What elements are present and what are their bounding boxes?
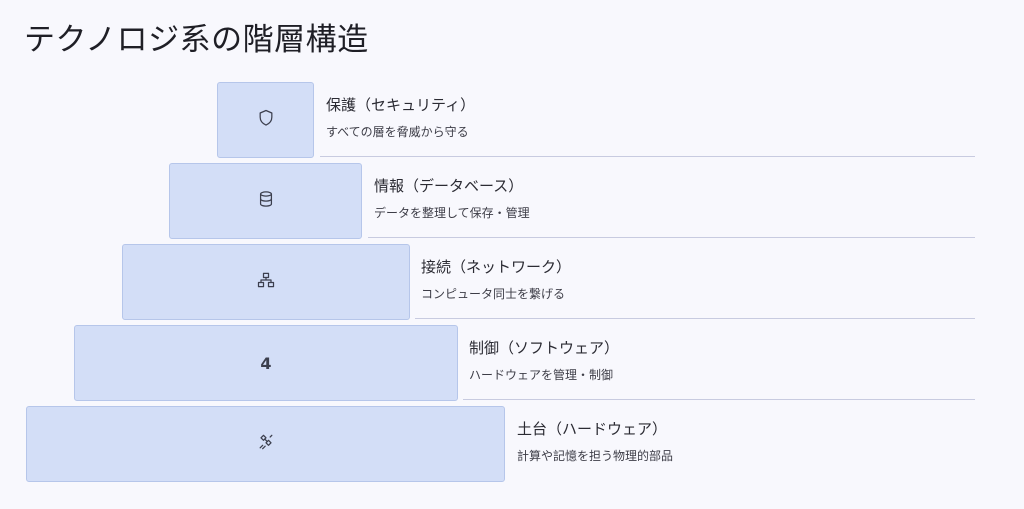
layer-divider <box>463 399 975 400</box>
layer-block-software: 4 <box>74 325 458 401</box>
layer-block-hardware <box>26 406 505 482</box>
layer-divider <box>415 318 975 319</box>
software-glyph-icon: 4 <box>260 353 272 373</box>
network-icon <box>256 270 276 294</box>
layer-block-network <box>122 244 410 320</box>
layer-title: 保護（セキュリティ） <box>326 96 476 114</box>
layer-description: 計算や記憶を担う物理的部品 <box>517 449 674 463</box>
layer-description: すべての層を脅威から守る <box>326 125 469 139</box>
layer-title: 土台（ハードウェア） <box>517 420 668 438</box>
layer-divider <box>368 237 975 238</box>
layer-title: 制御（ソフトウェア） <box>469 339 620 357</box>
page-title: テクノロジ系の階層構造 <box>24 22 369 58</box>
layer-description: データを整理して保存・管理 <box>374 206 530 220</box>
layer-software: 4 制御（ソフトウェア） ハードウェアを管理・制御 <box>0 325 1024 401</box>
shield-icon <box>256 108 276 132</box>
layer-title: 情報（データベース） <box>374 177 524 195</box>
layer-network: 接続（ネットワーク） コンピュータ同士を繋げる <box>0 244 1024 320</box>
layer-block-database <box>169 163 362 239</box>
layer-description: コンピュータ同士を繋げる <box>421 287 566 301</box>
layer-security: 保護（セキュリティ） すべての層を脅威から守る <box>0 82 1024 158</box>
layer-block-security <box>217 82 314 158</box>
layer-description: ハードウェアを管理・制御 <box>469 368 614 382</box>
chip-icon <box>256 432 276 456</box>
layer-hardware: 土台（ハードウェア） 計算や記憶を担う物理的部品 <box>0 406 1024 482</box>
layer-title: 接続（ネットワーク） <box>421 258 572 276</box>
layer-database: 情報（データベース） データを整理して保存・管理 <box>0 163 1024 239</box>
database-icon <box>256 189 276 213</box>
layer-divider <box>320 156 975 157</box>
